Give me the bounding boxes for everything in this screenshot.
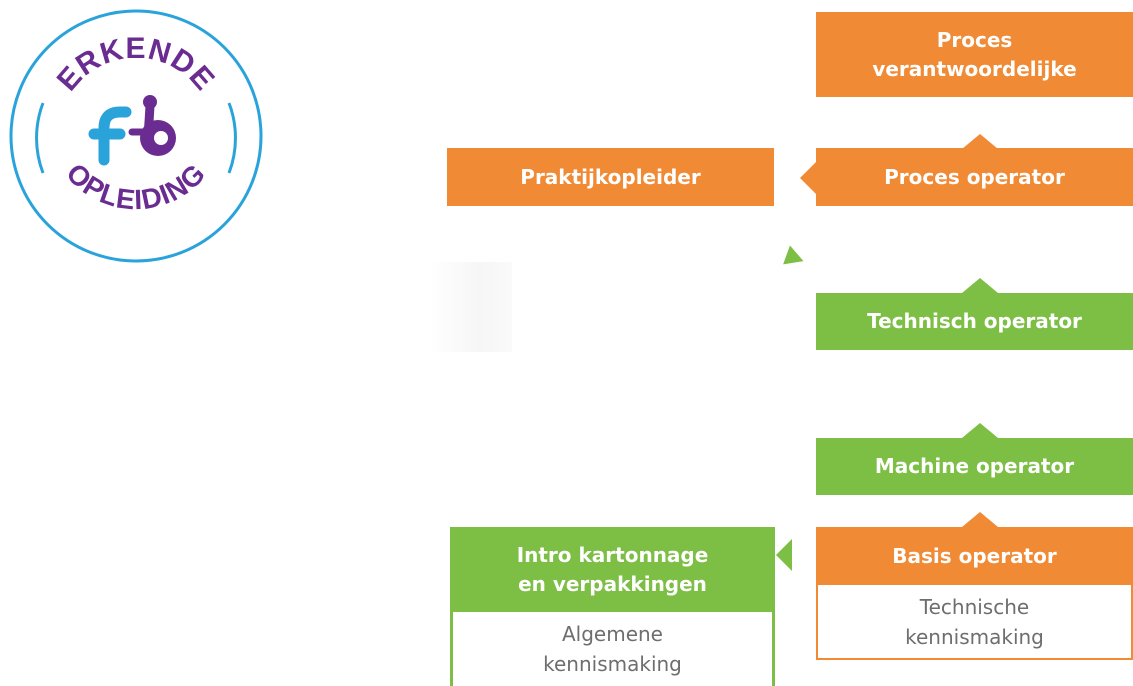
intro-sub-line1: Algemene [561, 622, 663, 646]
badge-svg: ERKENDE OPLEIDING [9, 9, 263, 263]
erkende-opleiding-badge: ERKENDE OPLEIDING [8, 8, 264, 264]
background-fade-shape [430, 262, 512, 352]
node-basis-operator-description: Technische kennismaking [816, 585, 1133, 660]
badge-bottom-text: OPLEIDING [60, 157, 211, 215]
arrow-left-to-praktijkopleider [800, 162, 816, 194]
node-proces-operator-label: Proces operator [884, 164, 1065, 189]
basis-operator-sub-line1: Technische [919, 594, 1030, 619]
arrow-up-to-machine-operator [962, 512, 998, 527]
node-basis-operator: Basis operator [816, 527, 1133, 585]
badge-right-arc [227, 102, 237, 174]
node-basis-operator-label: Basis operator [892, 543, 1057, 568]
arrow-up-to-proces-operator [962, 278, 998, 293]
badge-top-text: ERKENDE [51, 32, 221, 97]
node-praktijkopleider: Praktijkopleider [447, 148, 774, 206]
node-technisch-operator-label: Technisch operator [867, 309, 1082, 333]
node-proces-operator: Proces operator [816, 148, 1133, 206]
node-proces-verantwoordelijke-line1: Proces [936, 27, 1013, 52]
node-machine-operator: Machine operator [816, 438, 1133, 495]
badge-left-arc [35, 102, 45, 174]
basis-operator-sub-line2: kennismaking [905, 624, 1044, 649]
node-proces-verantwoordelijke: Proces verantwoordelijke [816, 12, 1133, 97]
arrow-left-to-intro [776, 539, 792, 571]
badge-outer-ring [9, 9, 263, 263]
node-praktijkopleider-label: Praktijkopleider [520, 164, 701, 189]
green-pointer-arrow [783, 245, 807, 271]
intro-line1: Intro kartonnage [516, 542, 709, 567]
arrow-up-to-proces-verantwoordelijke [962, 134, 998, 149]
fb-logo-icon [88, 95, 176, 166]
node-technisch-operator: Technisch operator [816, 293, 1133, 350]
intro-sub-line2: kennismaking [543, 652, 682, 676]
node-machine-operator-label: Machine operator [874, 454, 1075, 478]
node-intro-kartonnage: Intro kartonnage en verpakkingen [450, 527, 775, 612]
node-proces-verantwoordelijke-line2: verantwoordelijke [872, 56, 1077, 81]
arrow-up-to-technisch-operator [962, 423, 998, 438]
intro-line2: en verpakkingen [518, 571, 707, 596]
node-intro-description: Algemene kennismaking [450, 612, 775, 686]
